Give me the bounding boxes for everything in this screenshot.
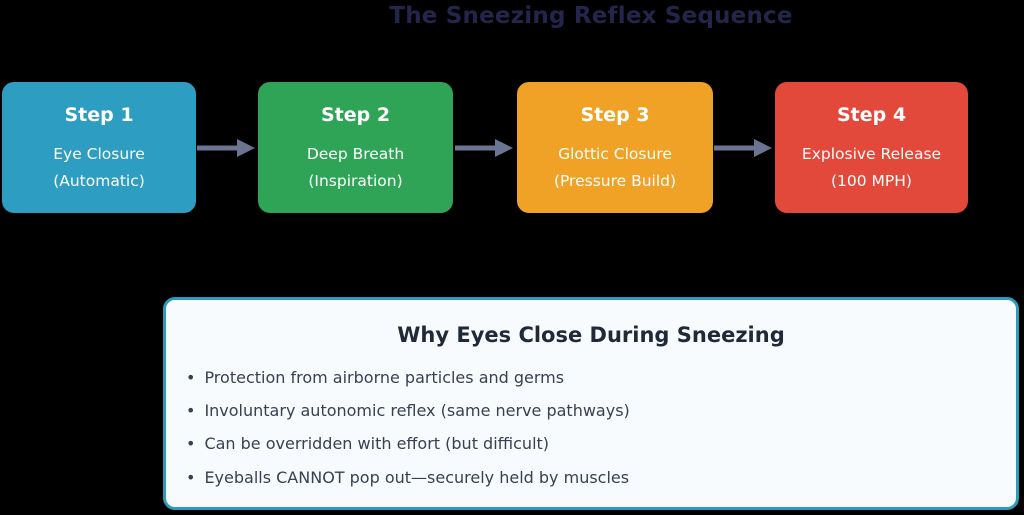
step-4-line-1: Explosive Release: [801, 145, 942, 164]
step-2-label: Step 2: [320, 104, 391, 127]
bullet-icon: •: [186, 401, 196, 421]
list-item: • Involuntary autonomic reflex (same ner…: [186, 401, 1016, 420]
step-4-label: Step 4: [836, 104, 907, 127]
step-1-line-2: (Automatic): [53, 172, 145, 190]
flow-step-4: Step 4 Explosive Release (100 MPH): [775, 82, 968, 213]
info-bullet-list: • Protection from airborne particles and…: [186, 368, 1016, 487]
info-panel: Why Eyes Close During Sneezing • Protect…: [163, 297, 1019, 510]
step-1-line-1: Eye Closure: [53, 145, 145, 164]
step-4-line-2: (100 MPH): [831, 172, 912, 190]
step-3-label: Step 3: [580, 104, 650, 127]
bullet-icon: •: [186, 434, 196, 454]
bullet-text: Protection from airborne particles and g…: [204, 368, 565, 387]
step-3-line-2: (Pressure Build): [553, 172, 677, 190]
bullet-icon: •: [186, 368, 196, 387]
list-item: • Can be overridden with effort (but dif…: [186, 434, 1016, 453]
page-title: The Sneezing Reflex Sequence: [389, 3, 793, 29]
flow-step-1: Step 1 Eye Closure (Automatic): [2, 82, 196, 213]
list-item: • Eyeballs CANNOT pop out—securely held …: [186, 468, 1016, 487]
flow-step-3: Step 3 Glottic Closure (Pressure Build): [517, 82, 713, 213]
bullet-text: Eyeballs CANNOT pop out—securely held by…: [204, 467, 630, 487]
info-panel-title: Why Eyes Close During Sneezing: [397, 323, 785, 347]
list-item: • Protection from airborne particles and…: [186, 368, 1016, 387]
step-3-line-1: Glottic Closure: [558, 145, 672, 164]
bullet-icon: •: [186, 467, 196, 487]
step-2-line-2: (Inspiration): [308, 172, 403, 190]
bullet-text: Involuntary autonomic reflex (same nerve…: [204, 401, 630, 421]
step-1-label: Step 1: [64, 104, 134, 127]
flow-step-2: Step 2 Deep Breath (Inspiration): [258, 82, 453, 213]
step-2-line-1: Deep Breath: [306, 145, 405, 164]
flow-arrow-icon: [455, 139, 513, 157]
bullet-text: Can be overridden with effort (but diffi…: [204, 434, 550, 454]
flow-arrow-icon: [197, 139, 255, 157]
flow-arrow-icon: [714, 139, 772, 157]
